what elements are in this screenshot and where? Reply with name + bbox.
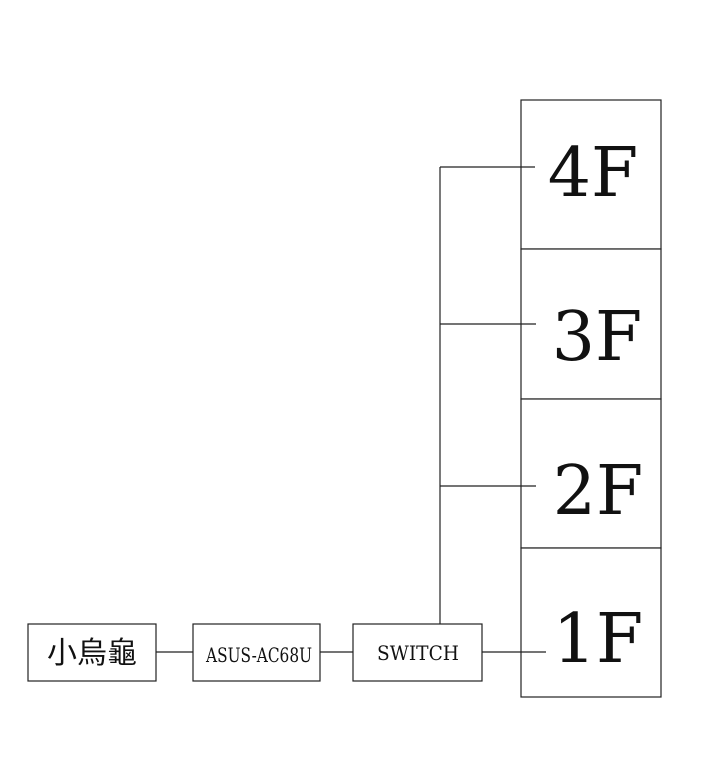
floor-label-4f: 4F: [548, 134, 638, 213]
floor-box-2f: [520, 398, 662, 549]
floor-label-1f: 1F: [553, 600, 643, 679]
modem-label: 小烏龜: [47, 636, 137, 671]
floor-stack: 4F 3F 2F 1F: [520, 99, 662, 698]
wiring: [156, 166, 546, 653]
switch-box: [352, 623, 483, 682]
floor-label-2f: 2F: [553, 452, 643, 531]
device-chain: 小烏龜 ASUS-AC68U SWITCH: [27, 623, 483, 682]
router-label: ASUS-AC68U: [205, 643, 312, 667]
modem-box: [27, 623, 157, 682]
floor-box-1f: [520, 547, 662, 698]
switch-label: SWITCH: [377, 641, 459, 665]
floor-box-3f: [520, 248, 662, 400]
floor-box-4f: [520, 99, 662, 250]
floor-label-3f: 3F: [552, 298, 642, 377]
